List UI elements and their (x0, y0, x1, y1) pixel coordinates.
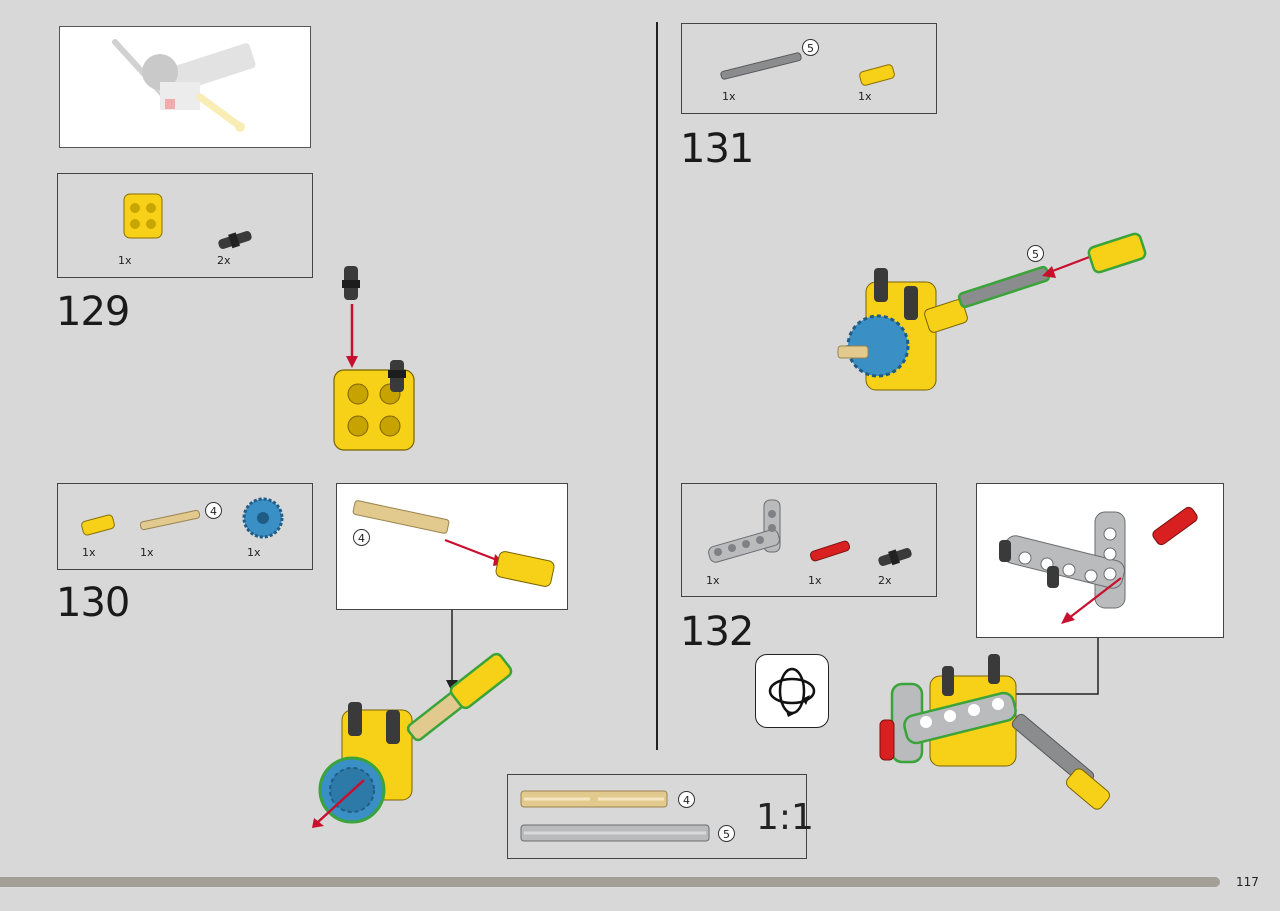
part-quantity: 1x (140, 546, 154, 559)
part-quantity: 1x (858, 90, 872, 103)
part-quantity: 2x (217, 254, 231, 267)
axle-length-badge: 5 (718, 825, 735, 842)
axle-length-badge: 5 (1027, 245, 1044, 262)
step-131-assembly (837, 232, 1147, 391)
reference-thumbnail (59, 26, 311, 148)
step-132-assembly (879, 654, 1110, 810)
assembly-arrow (1068, 577, 1122, 619)
axle-length-badge: 4 (353, 529, 370, 546)
part-quantity: 2x (878, 574, 892, 587)
axle-length-badge: 4 (678, 791, 695, 808)
step-number: 129 (56, 289, 130, 335)
axle-length-badge: 5 (802, 39, 819, 56)
step-131-parts-list: 5 1x 1x (681, 23, 937, 114)
black-friction-pin-icon (218, 231, 252, 249)
gray-l-beam-icon (708, 499, 781, 563)
black-friction-pin-icon (878, 548, 912, 566)
assembly-arrow (1049, 254, 1093, 274)
step-number: 131 (680, 126, 754, 172)
part-quantity: 1x (82, 546, 96, 559)
assembly-arrow (444, 538, 498, 562)
blue-gear-icon (242, 497, 284, 539)
yellow-axle-connector-icon (81, 514, 115, 536)
tan-axle-scale-icon (520, 790, 668, 808)
page-number: 117 (1236, 875, 1259, 889)
yellow-connector-block-icon (123, 193, 163, 239)
callout-l-beam-with-pins (999, 506, 1198, 624)
step-132-parts-list: 1x 1x 2x (681, 483, 937, 597)
part-quantity: 1x (722, 90, 736, 103)
axle-scale-box: 4 5 1:1 (507, 774, 814, 859)
tan-axle-icon (139, 509, 201, 531)
step-number: 132 (680, 609, 754, 655)
faded-model-preview (112, 39, 256, 132)
assembly-arrow (317, 779, 365, 823)
column-divider (656, 22, 658, 750)
step-number: 130 (56, 580, 130, 626)
part-quantity: 1x (706, 574, 720, 587)
step-129-parts-list: 1x 2x (57, 173, 313, 278)
gray-axle-scale-icon (520, 824, 710, 842)
gray-axle-icon (720, 52, 802, 80)
part-quantity: 1x (808, 574, 822, 587)
step-130-callout: 4 (336, 483, 568, 610)
callout-axle-into-connector (352, 500, 555, 587)
step-130-parts-list: 1x 4 1x 1x (57, 483, 313, 570)
step-129-assembly (333, 266, 415, 451)
part-quantity: 1x (118, 254, 132, 267)
scale-label: 1:1 (756, 797, 814, 838)
part-quantity: 1x (247, 546, 261, 559)
red-axle-pin-icon (809, 540, 851, 562)
step-130-assembly (312, 652, 513, 828)
step-132-callout (976, 483, 1224, 638)
footer-bar (0, 877, 1220, 887)
yellow-axle-connector-icon (859, 64, 895, 86)
axle-length-badge: 4 (205, 502, 222, 519)
rotate-model-icon (755, 654, 829, 728)
